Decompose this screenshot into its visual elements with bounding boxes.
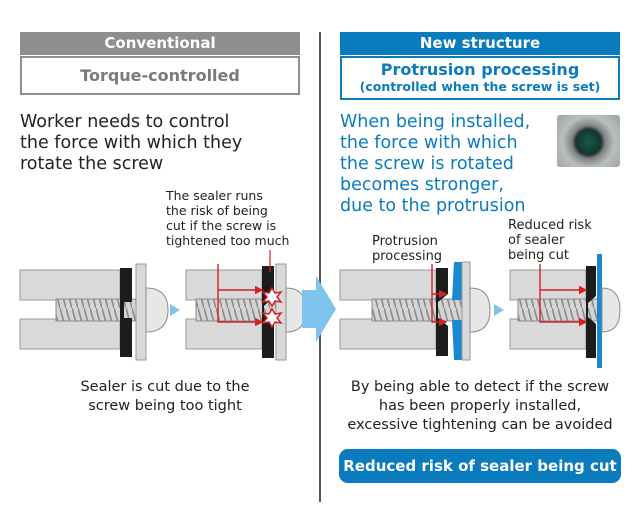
right-caption-line: has been properly installed, xyxy=(378,398,582,414)
conventional-header: Conventional xyxy=(20,32,300,55)
right-caption-line: excessive tightening can be avoided xyxy=(347,417,613,433)
protrusion-label: Protrusion processing xyxy=(372,234,462,264)
protrusion-description: When being installed, the force with whi… xyxy=(340,112,560,217)
protrusion-screw-panel-2 xyxy=(509,254,621,368)
process-arrow-icon xyxy=(302,276,336,342)
right-caption: By being able to detect if the screw has… xyxy=(330,378,630,435)
protrusion-description-line: When being installed, xyxy=(340,112,531,132)
reduced-risk-label-line: of sealer xyxy=(508,233,565,248)
protrusion-description-line: due to the protrusion xyxy=(340,196,526,216)
torque-controlled-box: Torque-controlled xyxy=(20,56,300,95)
reduced-risk-label-line: Reduced risk xyxy=(508,218,592,233)
cut-burst-icon xyxy=(261,286,283,329)
torque-controlled-label: Torque-controlled xyxy=(80,66,240,85)
column-divider xyxy=(319,32,321,502)
screw-hole-photo xyxy=(557,115,620,167)
reduced-risk-badge-label: Reduced risk of sealer being cut xyxy=(343,457,617,475)
sealer-risk-callout-line: cut if the screw is xyxy=(166,218,277,233)
conventional-screw-panel-2 xyxy=(185,250,307,361)
protrusion-description-line: the screw is rotated xyxy=(340,154,514,174)
sealer-risk-callout: The sealer runs the risk of being cut if… xyxy=(166,188,316,248)
new-structure-header: New structure xyxy=(340,32,620,55)
protrusion-processing-box: Protrusion processing (controlled when t… xyxy=(340,56,620,100)
worker-description-line: the force with which they xyxy=(20,133,243,153)
protrusion-processing-label: Protrusion processing xyxy=(380,60,580,79)
worker-description-line: rotate the screw xyxy=(20,154,164,174)
sealer-risk-callout-line: the risk of being xyxy=(166,203,268,218)
left-caption: Sealer is cut due to the screw being too… xyxy=(20,378,310,416)
small-arrow xyxy=(170,304,180,316)
reduced-risk-label: Reduced risk of sealer being cut xyxy=(508,218,618,263)
conventional-header-label: Conventional xyxy=(104,34,216,52)
sealer-risk-callout-line: The sealer runs xyxy=(166,188,263,203)
reduced-risk-label-line: being cut xyxy=(508,248,569,263)
reduced-risk-badge: Reduced risk of sealer being cut xyxy=(339,449,621,483)
protrusion-description-line: the force with which xyxy=(340,133,518,153)
protrusion-screw-panel-1 xyxy=(339,261,491,361)
left-caption-line: screw being too tight xyxy=(88,398,242,414)
left-caption-line: Sealer is cut due to the xyxy=(80,379,250,395)
small-arrow xyxy=(494,304,504,316)
protrusion-label-line: Protrusion xyxy=(372,234,438,249)
new-structure-header-label: New structure xyxy=(419,34,541,52)
right-caption-line: By being able to detect if the screw xyxy=(350,379,610,395)
protrusion-label-line: processing xyxy=(372,249,443,264)
sealer-risk-callout-line: tightened too much xyxy=(166,233,290,248)
protrusion-description-line: becomes stronger, xyxy=(340,175,504,195)
protrusion-processing-note: (controlled when the screw is set) xyxy=(359,79,601,94)
worker-description: Worker needs to control the force with w… xyxy=(20,112,310,175)
worker-description-line: Worker needs to control xyxy=(20,112,230,132)
conventional-screw-panel-1 xyxy=(19,263,169,361)
